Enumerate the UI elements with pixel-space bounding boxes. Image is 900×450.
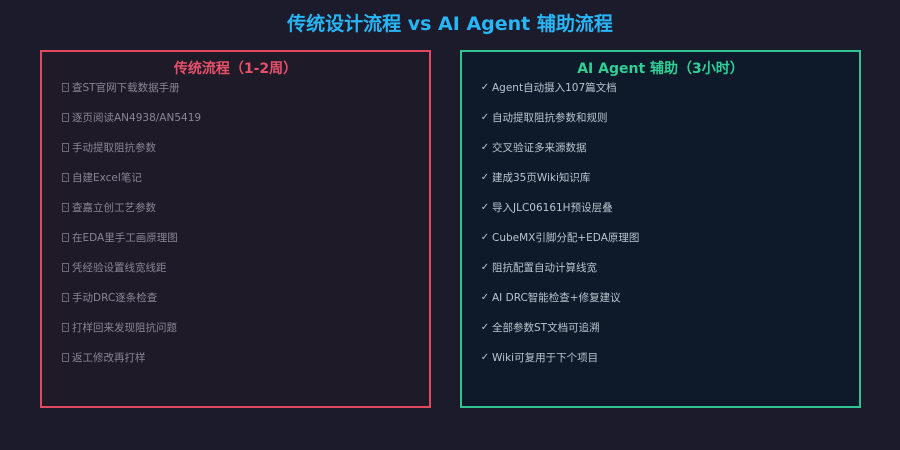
check-icon: ✓ (480, 202, 490, 213)
list-item: 在EDA里手工画原理图 (61, 229, 201, 259)
list-item-text: 手动提取阻抗参数 (72, 142, 156, 154)
list-item: ✓阻抗配置自动计算线宽 (480, 259, 639, 289)
agent-process-title: AI Agent 辅助（3小时） (577, 61, 744, 77)
traditional-process-panel: 传统流程（1-2周） 查ST官网下载数据手册 逐页阅读AN4938/AN5419… (40, 50, 431, 408)
list-item: ✓自动提取阻抗参数和规则 (480, 109, 639, 139)
list-item-text: 查ST官网下载数据手册 (72, 82, 180, 94)
check-icon: ✓ (480, 172, 490, 183)
list-item: 手动提取阻抗参数 (61, 139, 201, 169)
list-item-text: 打样回来发现阻抗问题 (72, 322, 177, 334)
check-icon: ✓ (480, 112, 490, 123)
list-item-text: 交叉验证多来源数据 (492, 142, 587, 154)
list-item-text: CubeMX引脚分配+EDA原理图 (492, 232, 640, 244)
agent-process-panel: AI Agent 辅助（3小时） ✓Agent自动摄入107篇文档 ✓自动提取阻… (460, 50, 861, 408)
list-item-text: 建成35页Wiki知识库 (492, 172, 591, 184)
cross-box-icon (62, 263, 69, 272)
cross-box-icon (62, 203, 69, 212)
check-icon: ✓ (480, 82, 490, 93)
check-icon: ✓ (480, 232, 490, 243)
list-item-text: 自建Excel笔记 (72, 172, 142, 184)
check-icon: ✓ (480, 352, 490, 363)
list-item: ✓交叉验证多来源数据 (480, 139, 639, 169)
list-item-text: Agent自动摄入107篇文档 (492, 82, 617, 94)
page-title: 传统设计流程 vs AI Agent 辅助流程 (287, 13, 613, 35)
traditional-process-list: 查ST官网下载数据手册 逐页阅读AN4938/AN5419 手动提取阻抗参数 自… (61, 79, 201, 379)
list-item: 凭经验设置线宽线距 (61, 259, 201, 289)
cross-box-icon (62, 143, 69, 152)
list-item: ✓建成35页Wiki知识库 (480, 169, 639, 199)
list-item-text: 导入JLC06161H预设层叠 (492, 202, 613, 214)
list-item: 手动DRC逐条检查 (61, 289, 201, 319)
traditional-process-title: 传统流程（1-2周） (173, 61, 298, 77)
list-item: 逐页阅读AN4938/AN5419 (61, 109, 201, 139)
cross-box-icon (62, 83, 69, 92)
list-item-text: Wiki可复用于下个项目 (492, 352, 599, 364)
cross-box-icon (62, 233, 69, 242)
list-item: 打样回来发现阻抗问题 (61, 319, 201, 349)
cross-box-icon (62, 353, 69, 362)
list-item: ✓CubeMX引脚分配+EDA原理图 (480, 229, 640, 259)
list-item-text: 返工修改再打样 (72, 352, 146, 364)
list-item-text: 凭经验设置线宽线距 (72, 262, 167, 274)
check-icon: ✓ (480, 262, 490, 273)
check-icon: ✓ (480, 292, 490, 303)
list-item-text: 阻抗配置自动计算线宽 (492, 262, 597, 274)
cross-box-icon (62, 113, 69, 122)
list-item: ✓Wiki可复用于下个项目 (480, 349, 639, 379)
list-item: ✓导入JLC06161H预设层叠 (480, 199, 639, 229)
list-item: 自建Excel笔记 (61, 169, 201, 199)
list-item-text: 逐页阅读AN4938/AN5419 (72, 112, 202, 124)
list-item-text: 自动提取阻抗参数和规则 (492, 112, 608, 124)
agent-process-list: ✓Agent自动摄入107篇文档 ✓自动提取阻抗参数和规则 ✓交叉验证多来源数据… (480, 79, 640, 379)
list-item-text: 全部参数ST文档可追溯 (492, 322, 600, 334)
list-item: 查ST官网下载数据手册 (61, 79, 201, 109)
cross-box-icon (62, 323, 69, 332)
list-item-text: 手动DRC逐条检查 (72, 292, 158, 304)
cross-box-icon (62, 173, 69, 182)
cross-box-icon (62, 293, 69, 302)
list-item-text: AI DRC智能检查+修复建议 (492, 292, 621, 304)
list-item-text: 查嘉立创工艺参数 (72, 202, 156, 214)
list-item: ✓AI DRC智能检查+修复建议 (480, 289, 639, 319)
list-item-text: 在EDA里手工画原理图 (72, 232, 178, 244)
check-icon: ✓ (480, 142, 490, 153)
check-icon: ✓ (480, 322, 490, 333)
list-item: ✓Agent自动摄入107篇文档 (480, 79, 639, 109)
list-item: 返工修改再打样 (61, 349, 201, 379)
list-item: 查嘉立创工艺参数 (61, 199, 201, 229)
list-item: ✓全部参数ST文档可追溯 (480, 319, 639, 349)
